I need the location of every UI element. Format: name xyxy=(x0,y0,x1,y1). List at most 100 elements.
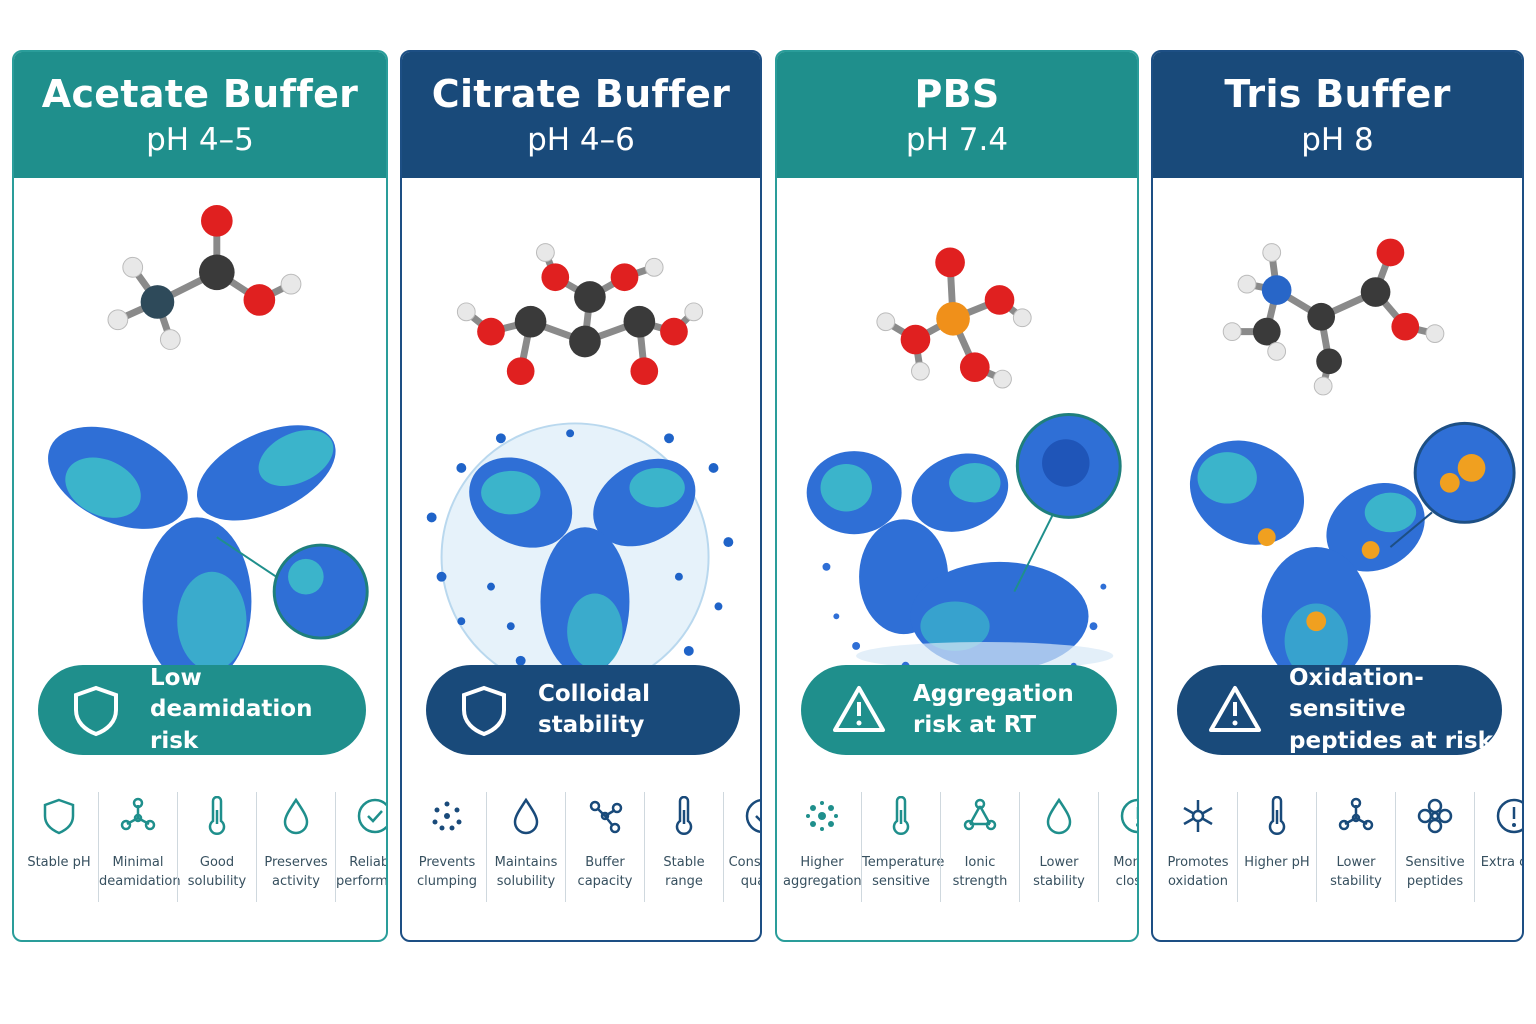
feature-item: Higher aggregation xyxy=(783,792,862,902)
feature-label: Temperature sensitive xyxy=(862,855,945,889)
panel-acetate: Acetate Buffer pH 4–5 xyxy=(12,50,388,942)
feature-item: Sensitive peptides xyxy=(1395,792,1474,902)
snowflake-icon xyxy=(1183,800,1213,832)
highlight-badge: Colloidal stability xyxy=(426,665,740,755)
feature-label: Promotes oxidation xyxy=(1167,855,1229,889)
warning-icon xyxy=(833,686,885,732)
citric-acid-molecule xyxy=(456,243,704,386)
highlight-badge: Low deamidation risk xyxy=(38,665,366,755)
panel-pbs: PBS pH 7.4 xyxy=(775,50,1139,942)
feature-label: Good solubility xyxy=(187,855,247,889)
feature-item: Promotes oxidation xyxy=(1159,792,1237,902)
feature-label: Higher aggregation xyxy=(783,855,862,889)
feature-label: Lower stability xyxy=(1033,855,1085,889)
feature-label: Preserves activity xyxy=(264,855,328,889)
feature-label: Extra care xyxy=(1480,855,1522,870)
highlight-text: Aggregation risk at RT xyxy=(913,680,1074,738)
warning-icon xyxy=(1209,686,1261,732)
molecule-icon xyxy=(589,800,623,834)
flower-icon xyxy=(1417,798,1453,834)
panel-header: Citrate Buffer pH 4–6 xyxy=(402,52,760,178)
feature-label: Buffer capacity xyxy=(577,855,633,889)
highlight-text: Low deamidation risk xyxy=(150,665,313,754)
feature-label: Stable range xyxy=(663,855,705,889)
feature-item: Good solubility xyxy=(177,792,256,902)
dots-icon xyxy=(432,801,462,831)
feature-label: Maintains solubility xyxy=(494,855,558,889)
feature-label: Ionic strength xyxy=(952,855,1008,889)
feature-label: Lower stability xyxy=(1330,855,1382,889)
panel-ph: pH 8 xyxy=(1301,121,1374,158)
ions-icon xyxy=(963,798,997,831)
molecule-icon xyxy=(1338,797,1374,831)
thermometer-icon xyxy=(208,796,226,835)
feature-label: Minimal deamidation xyxy=(99,855,181,889)
feature-item: Stable range xyxy=(644,792,723,902)
check-circle-icon xyxy=(745,799,760,833)
acetic-acid-molecule xyxy=(107,204,302,350)
feature-label: Higher pH xyxy=(1244,855,1310,870)
highlight-text: Oxidation-sensitive peptides at risk xyxy=(1289,665,1493,754)
cluster-icon xyxy=(806,801,838,831)
panel-citrate: Citrate Buffer pH 4–6 xyxy=(400,50,762,942)
shield-icon xyxy=(462,685,506,737)
thermometer-icon xyxy=(892,796,910,835)
panel-ph: pH 4–5 xyxy=(146,121,254,158)
feature-item: Consistent quality xyxy=(723,792,762,902)
tris-molecule xyxy=(1222,238,1445,396)
feature-item: Extra care xyxy=(1474,792,1522,902)
panel-header: Acetate Buffer pH 4–5 xyxy=(14,52,386,178)
feature-label: Prevents clumping xyxy=(416,855,478,889)
panel-tris: Tris Buffer pH 8 xyxy=(1151,50,1524,942)
feature-item: Temperature sensitive xyxy=(861,792,945,902)
panel-ph: pH 4–6 xyxy=(527,121,635,158)
panel-header: PBS pH 7.4 xyxy=(777,52,1137,178)
feature-row: Prevents clumping Maintains solubility B… xyxy=(408,792,760,902)
check-circle-icon xyxy=(357,798,386,834)
highlight-badge: Oxidation-sensitive peptides at risk xyxy=(1177,665,1502,755)
shield-icon xyxy=(74,685,118,737)
feature-item: Monitor closely xyxy=(1098,792,1139,902)
droplet-icon xyxy=(513,797,539,835)
alert-circle-icon xyxy=(1120,798,1137,834)
phosphate-molecule xyxy=(876,247,1032,389)
highlight-badge: Aggregation risk at RT xyxy=(801,665,1117,755)
thermometer-icon xyxy=(1268,796,1286,835)
feature-item: Higher pH xyxy=(1237,792,1316,902)
feature-item: Maintains solubility xyxy=(486,792,565,902)
feature-row: Stable pH Minimal deamidation Good solub… xyxy=(20,792,386,902)
feature-label: Consistent quality xyxy=(728,855,762,889)
feature-label: Reliable performance xyxy=(336,855,388,889)
feature-label: Sensitive peptides xyxy=(1405,855,1465,889)
feature-item: Lower stability xyxy=(1019,792,1098,902)
molecule-icon xyxy=(120,797,156,831)
feature-item: Stable pH xyxy=(20,792,98,902)
panel-ph: pH 7.4 xyxy=(905,121,1009,158)
feature-label: Stable pH xyxy=(27,855,91,870)
antibody-illustration xyxy=(806,413,1122,671)
droplet-icon xyxy=(1046,797,1072,835)
antibody-illustration xyxy=(48,425,369,686)
alert-circle-icon xyxy=(1496,798,1522,834)
panel-title: PBS xyxy=(914,72,1000,117)
antibody-illustration xyxy=(1189,421,1516,686)
thermometer-icon xyxy=(675,796,693,835)
feature-item: Buffer capacity xyxy=(565,792,644,902)
feature-row: Promotes oxidation Higher pH Lower stabi… xyxy=(1159,792,1522,902)
droplet-icon xyxy=(283,797,309,835)
feature-item: Prevents clumping xyxy=(408,792,486,902)
feature-row: Higher aggregation Temperature sensitive… xyxy=(783,792,1137,902)
panel-header: Tris Buffer pH 8 xyxy=(1153,52,1522,178)
feature-item: Preserves activity xyxy=(256,792,335,902)
highlight-text: Colloidal stability xyxy=(538,680,651,738)
feature-item: Minimal deamidation xyxy=(98,792,181,902)
feature-item: Lower stability xyxy=(1316,792,1395,902)
panel-title: Acetate Buffer xyxy=(41,72,359,117)
antibody-illustration xyxy=(426,422,734,692)
panel-title: Tris Buffer xyxy=(1224,72,1451,117)
feature-item: Reliable performance xyxy=(335,792,388,902)
feature-item: Ionic strength xyxy=(940,792,1019,902)
feature-label: Monitor closely xyxy=(1113,855,1139,889)
shield-icon xyxy=(43,798,75,835)
panel-title: Citrate Buffer xyxy=(431,72,731,117)
